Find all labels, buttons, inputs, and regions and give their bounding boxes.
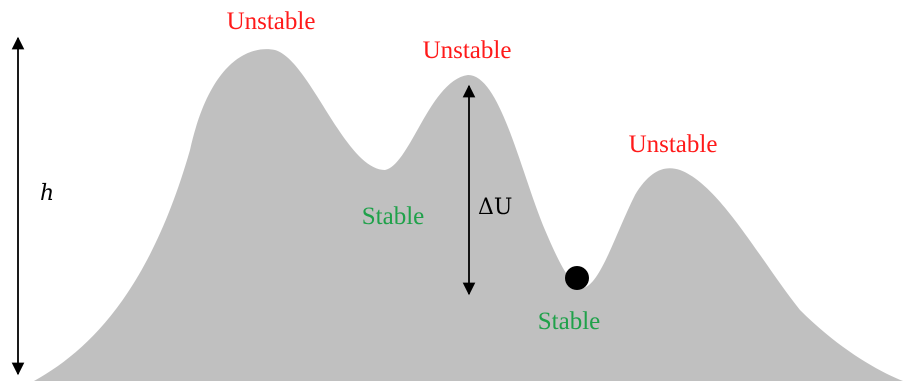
stable-label-2: Stable xyxy=(538,308,601,335)
stable-label-1: Stable xyxy=(362,203,425,230)
height-symbol: h xyxy=(40,181,54,206)
barrier-symbol: ΔU xyxy=(478,195,512,220)
unstable-label-1: Unstable xyxy=(227,8,316,35)
ball xyxy=(565,266,589,290)
unstable-label-2: Unstable xyxy=(423,37,512,64)
unstable-label-3: Unstable xyxy=(629,131,718,158)
